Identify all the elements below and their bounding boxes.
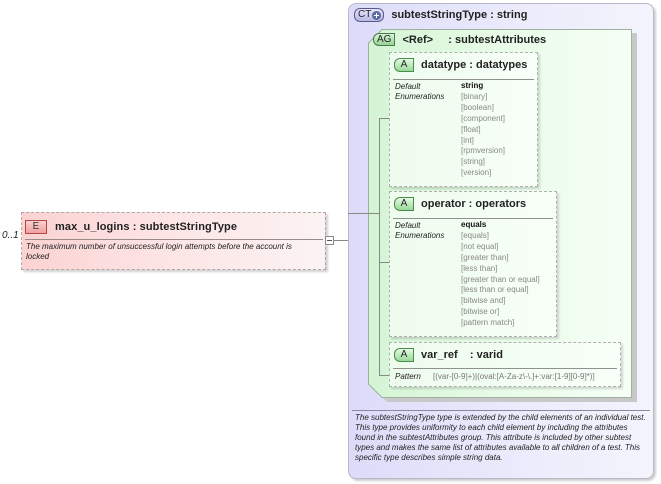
enum-value: [string] (461, 157, 486, 167)
collapse-toggle-icon[interactable] (325, 236, 334, 245)
attribute-header: A operator : operators (394, 197, 526, 211)
enum-value: [greater than or equal] (461, 274, 540, 284)
attribute-var-ref-box[interactable]: A var_ref : varid Pattern [(var-[0-9]+)|… (389, 342, 621, 387)
property-labels: Pattern (395, 372, 421, 382)
enum-value: [pattern match] (461, 318, 515, 328)
attribute-operator-box[interactable]: A operator : operators Default Enumerati… (389, 191, 557, 337)
connector-line (379, 118, 380, 375)
default-value: string (461, 81, 484, 90)
enum-value: [binary] (461, 91, 488, 101)
complex-type-title: subtestStringType : string (391, 9, 528, 21)
label-enumerations: Enumerations (395, 92, 445, 101)
attribute-title: datatype : datatypes (421, 59, 528, 71)
element-header: E max_u_logins : subtestStringType (25, 218, 237, 235)
enum-value: [greater than] (461, 252, 509, 262)
pattern-value: [(var-[0-9]+)|(oval:[A-Za-z\-\.]+:var:[1… (433, 372, 595, 381)
enum-value: [less than] (461, 263, 498, 273)
enum-value: [less than or equal] (461, 285, 529, 295)
enum-value: [float] (461, 124, 481, 134)
property-labels: Default Enumerations (395, 82, 444, 102)
connector-line (368, 213, 380, 214)
connector-line (379, 118, 389, 119)
property-labels: Default Enumerations (395, 221, 444, 241)
divider (393, 79, 534, 80)
enum-value: [not equal] (461, 241, 499, 251)
element-badge-icon: E (25, 219, 47, 234)
attribute-group-badge-icon: AG (373, 33, 396, 46)
connector-line (379, 262, 389, 263)
enum-value: [bitwise or] (461, 307, 500, 317)
complex-type-badge-icon: CT (354, 8, 385, 22)
attribute-title: var_ref : varid (421, 349, 503, 361)
connector-line (348, 213, 368, 214)
label-default: Default (395, 82, 421, 91)
complex-type-header: CT subtestStringType : string (354, 8, 527, 22)
label-default: Default (395, 221, 421, 230)
enum-value: [bitwise and] (461, 296, 506, 306)
element-title: max_u_logins : subtestStringType (55, 220, 238, 233)
label-enumerations: Enumerations (395, 231, 445, 240)
attribute-group-header: AG <Ref> : subtestAttributes (373, 33, 546, 46)
default-value: equals (461, 220, 487, 229)
divider (393, 368, 617, 369)
connector-line (379, 375, 389, 376)
divider (25, 239, 323, 240)
enum-value: [version] (461, 168, 492, 178)
attribute-badge-icon: A (394, 197, 414, 211)
occurrence-label: 0..1 (2, 230, 19, 241)
complex-type-documentation: The subtestStringType type is extended b… (355, 413, 646, 462)
enum-value: [int] (461, 135, 474, 145)
attribute-group-title: <Ref> : subtestAttributes (402, 33, 547, 46)
element-box[interactable]: E max_u_logins : subtestStringType The m… (21, 212, 326, 270)
attribute-header: A var_ref : varid (394, 348, 503, 362)
attribute-title: operator : operators (421, 198, 527, 210)
enum-value: [equals] (461, 230, 490, 240)
enum-value: [boolean] (461, 102, 494, 112)
divider (393, 218, 553, 219)
property-values: string [binary] [boolean] [component] [f… (461, 81, 505, 179)
attribute-badge-icon: A (394, 348, 414, 362)
complex-type-badge-label: CT (358, 9, 372, 20)
label-pattern: Pattern (395, 372, 421, 381)
attribute-datatype-box[interactable]: A datatype : datatypes Default Enumerati… (389, 52, 538, 187)
enum-value: [component] (461, 113, 506, 123)
attribute-header: A datatype : datatypes (394, 58, 527, 72)
enum-value: [rpmversion] (461, 146, 506, 156)
extension-plus-icon (372, 10, 382, 20)
divider (352, 410, 650, 411)
attribute-badge-icon: A (394, 58, 414, 72)
connector-line (334, 240, 348, 241)
element-documentation: The maximum number of unsuccessful login… (26, 242, 292, 261)
property-values: equals [equals] [not equal] [greater tha… (461, 220, 540, 329)
